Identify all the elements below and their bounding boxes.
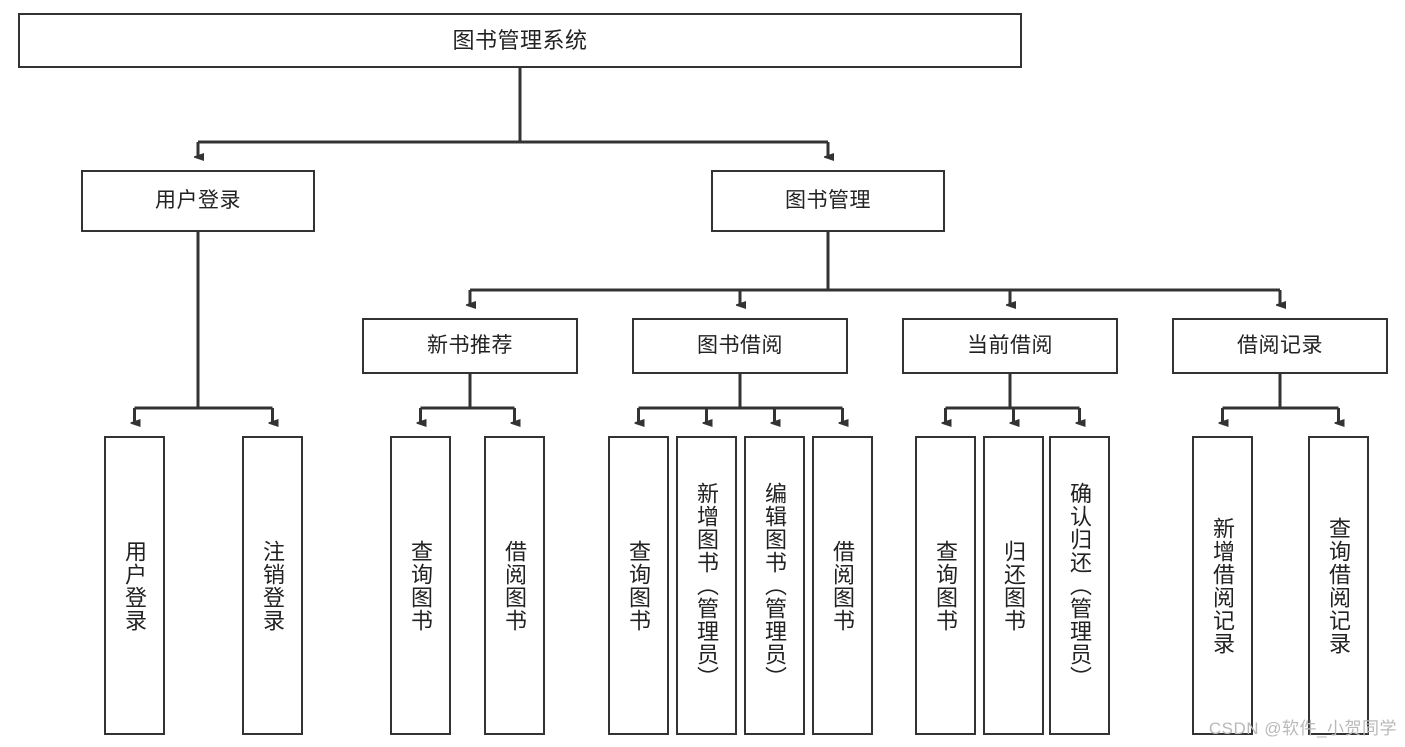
node-l-query1[interactable]: 查询图书 (390, 436, 451, 735)
node-l-query3[interactable]: 查询图书 (915, 436, 976, 735)
node-label: 借阅图书 (502, 539, 528, 632)
node-label: 用户登录 (155, 188, 241, 212)
node-label: 借阅图书 (830, 539, 856, 632)
node-label: 确认归还（管理员） (1067, 482, 1093, 689)
node-label: 用户登录 (122, 539, 148, 632)
node-current[interactable]: 当前借阅 (902, 318, 1118, 374)
node-label: 查询图书 (626, 539, 652, 632)
node-label: 注销登录 (260, 539, 286, 632)
node-l-edit[interactable]: 编辑图书（管理员） (744, 436, 805, 735)
node-l-add[interactable]: 新增图书（管理员） (676, 436, 737, 735)
node-label: 新书推荐 (427, 333, 513, 357)
node-label: 新增图书（管理员） (694, 482, 720, 689)
node-label: 查询借阅记录 (1326, 516, 1352, 655)
node-l-addrec[interactable]: 新增借阅记录 (1192, 436, 1253, 735)
node-label: 当前借阅 (967, 333, 1053, 357)
node-label: 查询图书 (933, 539, 959, 632)
node-label: 编辑图书（管理员） (762, 482, 788, 689)
node-l-query2[interactable]: 查询图书 (608, 436, 669, 735)
node-l-logout[interactable]: 注销登录 (242, 436, 303, 735)
node-label: 查询图书 (408, 539, 434, 632)
node-label: 借阅记录 (1237, 333, 1323, 357)
node-bookmgmt[interactable]: 图书管理 (711, 170, 945, 232)
node-l-queryrec[interactable]: 查询借阅记录 (1308, 436, 1369, 735)
node-root[interactable]: 图书管理系统 (18, 13, 1022, 68)
node-l-borrow2[interactable]: 借阅图书 (812, 436, 873, 735)
node-login[interactable]: 用户登录 (81, 170, 315, 232)
node-l-confirm[interactable]: 确认归还（管理员） (1049, 436, 1110, 735)
node-label: 新增借阅记录 (1210, 516, 1236, 655)
node-l-return[interactable]: 归还图书 (983, 436, 1044, 735)
node-label: 图书借阅 (697, 333, 783, 357)
node-label: 图书管理系统 (452, 27, 588, 53)
node-label: 图书管理 (785, 188, 871, 212)
node-newbook[interactable]: 新书推荐 (362, 318, 578, 374)
watermark-text: CSDN @软件_小贺同学 (1208, 719, 1397, 738)
node-l-login[interactable]: 用户登录 (104, 436, 165, 735)
node-borrow[interactable]: 图书借阅 (632, 318, 848, 374)
node-label: 归还图书 (1001, 539, 1027, 632)
node-l-borrow1[interactable]: 借阅图书 (484, 436, 545, 735)
node-records[interactable]: 借阅记录 (1172, 318, 1388, 374)
